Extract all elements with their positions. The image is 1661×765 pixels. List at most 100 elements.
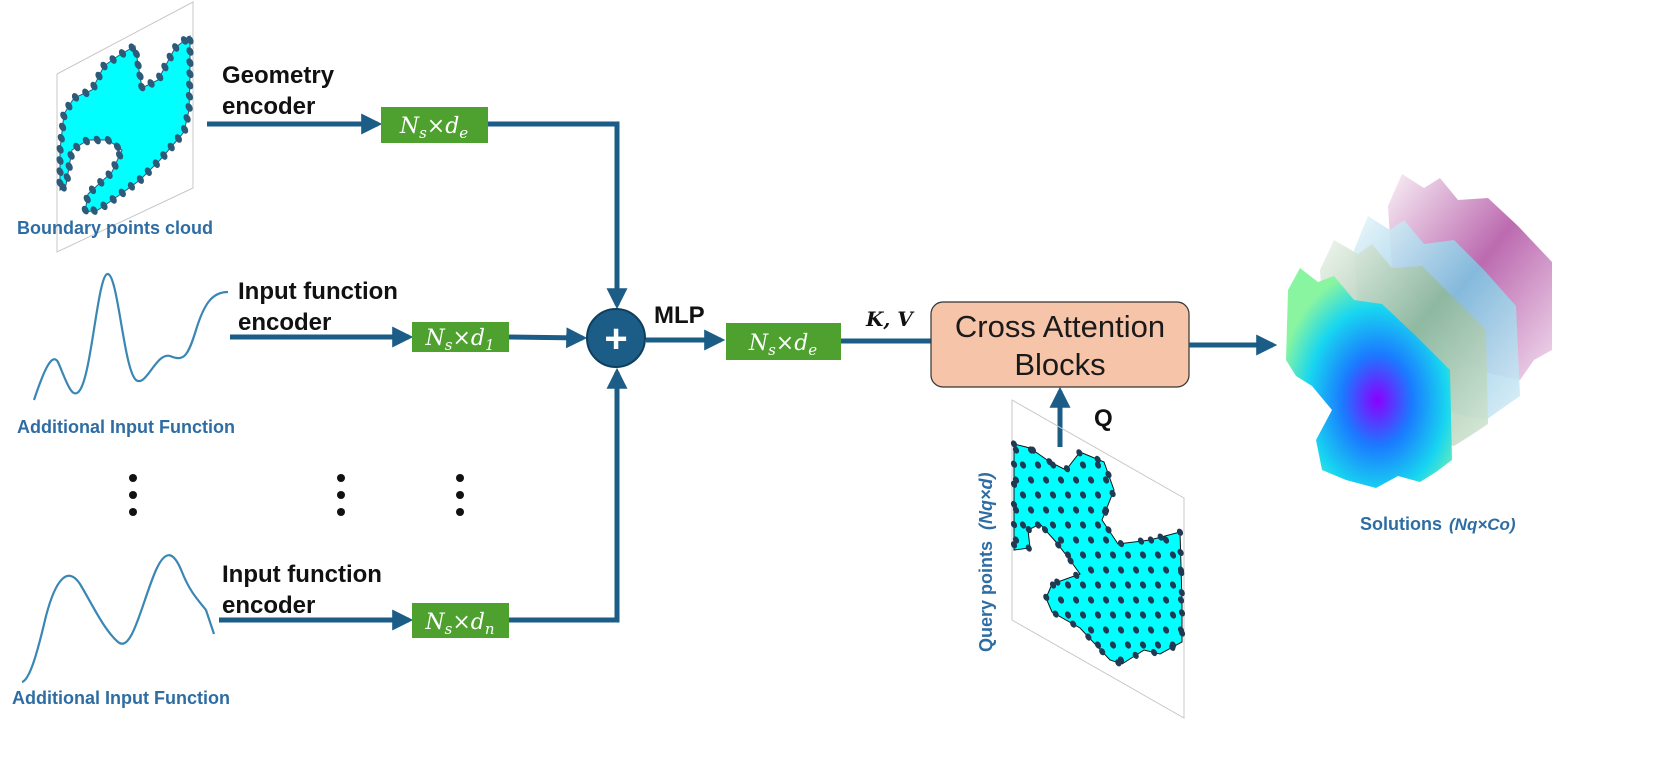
boundary-point [136,175,145,184]
query-point [1064,581,1072,589]
query-point [1139,641,1147,649]
query-point [1117,626,1125,634]
boundary-point [113,142,122,152]
query-point [1132,651,1139,659]
query-point [1057,536,1065,544]
boundary-point [65,162,73,171]
solutions-stack-icon [1286,174,1552,488]
query-point [1042,476,1050,484]
query-point [1019,491,1027,499]
boundary-point [71,93,80,102]
additional-input-curve-1 [32,272,229,401]
query-point [1117,566,1125,574]
query-point [1087,596,1095,604]
query-point [1087,476,1095,484]
boundary-point [134,60,142,70]
query-point [1034,491,1042,499]
query-point [1102,508,1109,516]
query-point [1139,551,1147,559]
query-point [1079,581,1087,589]
query-point [1154,641,1162,649]
boundary-point [118,49,127,58]
query-points-caption: Query points (Nq×d) [976,473,996,653]
query-point [1087,626,1095,634]
combined-encoding-box: Ns×de [726,323,841,360]
query-point [1029,446,1037,454]
mlp-label: MLP [654,302,705,329]
query-point [1109,611,1117,619]
boundary-point [90,206,98,215]
boundary-caption: Boundary points cloud [17,218,213,238]
query-point [1102,566,1110,574]
query-point [1010,440,1018,448]
query-point [1124,581,1132,589]
query-point [1105,470,1112,479]
query-point [1177,548,1184,556]
query-point [1010,480,1018,488]
ellipsis-vertical-icon [129,474,464,516]
svg-text:Ns×de: Ns×de [748,331,817,359]
query-point [1094,491,1102,499]
boundary-point [83,194,91,204]
boundary-point [56,145,64,154]
query-point [1057,596,1065,604]
boundary-point [58,122,67,132]
query-point [1027,506,1035,514]
query-point [1087,506,1095,514]
query-point [1094,581,1102,589]
query-point [1117,540,1125,548]
boundary-point [138,82,146,92]
query-point [1132,626,1140,634]
query-point [1150,648,1158,657]
query-point [1124,641,1132,649]
boundary-points-cloud-icon [56,1,194,253]
geometry-encoder-label-line2: encoder [222,93,315,120]
boundary-point [132,49,140,59]
query-point [1094,521,1102,529]
query-point [1010,460,1018,468]
query-point [1176,528,1184,536]
query-point [1079,461,1087,469]
query-point [1169,581,1177,589]
boundary-point [95,71,103,81]
boundary-point [60,111,68,121]
query-point [1034,461,1042,469]
query-point [1094,551,1102,559]
query-point [1178,568,1185,577]
boundary-point [81,205,89,215]
query-point [1072,476,1080,484]
query-point [1041,526,1049,534]
query-point [1117,596,1125,604]
boundary-point [109,195,117,204]
query-point [1012,506,1020,514]
boundary-point [56,178,64,188]
query-point [1162,566,1170,574]
query-point [1132,566,1140,574]
query-point [1079,521,1087,529]
boundary-point [97,178,105,187]
geometry-to-sum-arrow [488,121,628,310]
query-point [1147,596,1155,604]
query-point [1072,536,1080,544]
query-point [1094,611,1102,619]
boundary-point [127,182,136,191]
boundary-point [167,142,175,152]
query-point [1162,596,1170,604]
boundary-point [160,151,168,160]
boundary-point [183,114,191,123]
input1-to-sum-arrow [508,327,588,349]
query-point [1046,458,1053,466]
input-encoder2-label-line2: encoder [222,592,315,619]
svg-text:(Nq×d): (Nq×d) [976,473,996,531]
query-point [1109,489,1116,498]
query-point [1162,536,1170,544]
inputn-to-sum-arrow [509,367,628,623]
query-point [1042,506,1050,514]
query-point [1055,541,1062,549]
boundary-point [185,103,193,112]
boundary-point [180,36,189,45]
query-point [1178,609,1186,617]
query-point [1063,465,1071,473]
query-point [1102,596,1110,604]
